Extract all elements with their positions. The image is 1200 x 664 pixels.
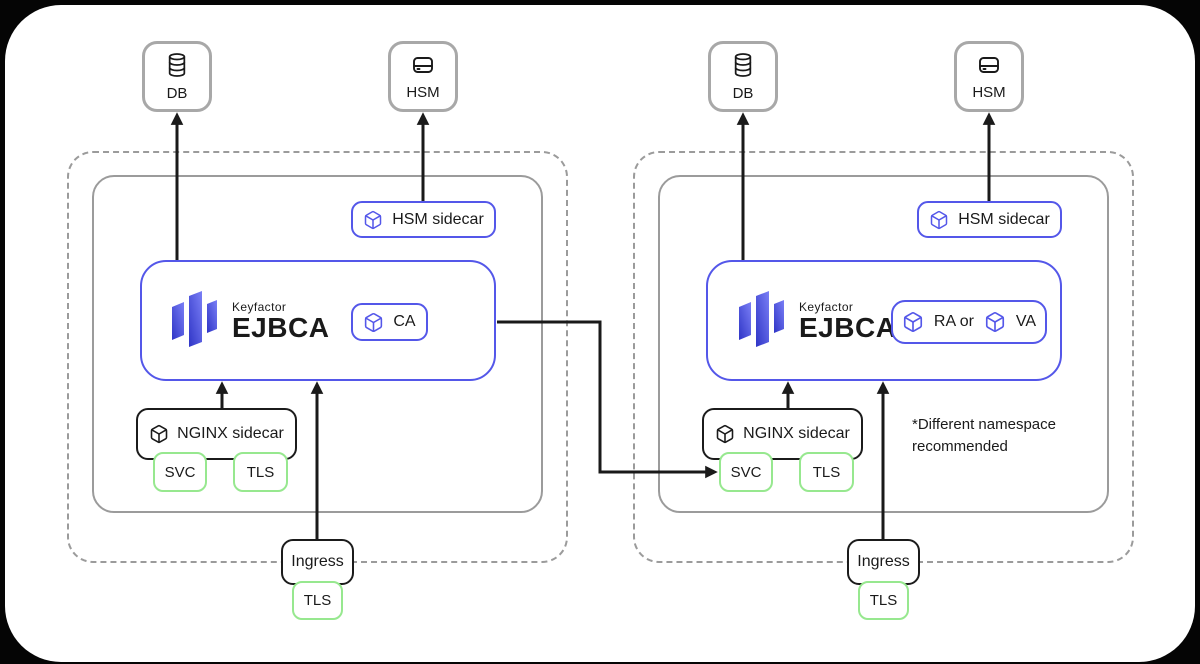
ingress-tls-badge-right: TLS [858, 581, 909, 620]
brand-name: Keyfactor [799, 299, 854, 314]
hsm-sidecar-badge-right: HSM sidecar [917, 201, 1062, 238]
svc-label: SVC [730, 463, 762, 481]
nginx-sidecar-node-left: NGINX sidecar [136, 408, 297, 460]
tls-badge-right: TLS [799, 452, 854, 492]
tls-label: TLS [869, 592, 898, 609]
cube-icon [929, 210, 949, 230]
ca-badge: CA [351, 303, 428, 341]
hsm-label: HSM [972, 83, 1006, 101]
ca-label: CA [393, 313, 416, 330]
ingress-tls-badge-left: TLS [292, 581, 343, 620]
namespace-note: *Different namespace recommended [912, 416, 1056, 455]
hsm-drive-icon [411, 53, 435, 81]
hsm-sidecar-label: HSM sidecar [392, 210, 484, 228]
tls-label: TLS [812, 463, 841, 481]
ingress-label: Ingress [291, 553, 344, 570]
nginx-sidecar-node-right: NGINX sidecar [702, 408, 863, 460]
tls-badge-left: TLS [233, 452, 288, 492]
hsm-sidecar-label: HSM sidecar [958, 210, 1050, 228]
hsm-label: HSM [406, 83, 440, 101]
ra-va-badge: RA or VA [891, 300, 1047, 344]
cube-icon [984, 311, 1006, 333]
tls-label: TLS [303, 592, 332, 609]
hsm-drive-icon [977, 53, 1001, 81]
db-label: DB [166, 84, 188, 102]
keyfactor-ejbca-logo-right: Keyfactor EJBCA [739, 290, 896, 353]
hsm-node-left: HSM [388, 41, 458, 112]
keyfactor-ejbca-logo-left: Keyfactor EJBCA [172, 290, 329, 353]
ingress-node-right: Ingress [847, 539, 920, 585]
db-icon [732, 52, 754, 82]
ra-label: RA or [933, 313, 974, 330]
product-name: EJBCA [799, 311, 897, 343]
svc-badge-right: SVC [719, 452, 773, 492]
keyfactor-logo-icon [739, 290, 785, 353]
db-label: DB [732, 84, 754, 102]
cube-icon [363, 312, 384, 333]
db-node-left: DB [142, 41, 212, 112]
cube-icon [149, 424, 169, 444]
hsm-node-right: HSM [954, 41, 1024, 112]
hsm-sidecar-badge-left: HSM sidecar [351, 201, 496, 238]
cube-icon [715, 424, 735, 444]
product-name: EJBCA [232, 311, 330, 343]
nginx-sidecar-label: NGINX sidecar [177, 425, 284, 442]
brand-name: Keyfactor [232, 299, 287, 314]
nginx-sidecar-label: NGINX sidecar [743, 425, 850, 442]
svc-label: SVC [164, 463, 196, 481]
arrow-ejbca-to-svc-cross [497, 320, 718, 479]
cube-icon [902, 311, 924, 333]
ingress-label: Ingress [857, 553, 910, 570]
ingress-node-left: Ingress [281, 539, 354, 585]
va-label: VA [1015, 313, 1037, 330]
cube-icon [363, 210, 383, 230]
keyfactor-logo-icon [172, 290, 218, 353]
svc-badge-left: SVC [153, 452, 207, 492]
db-node-right: DB [708, 41, 778, 112]
tls-label: TLS [246, 463, 275, 481]
db-icon [166, 52, 188, 82]
